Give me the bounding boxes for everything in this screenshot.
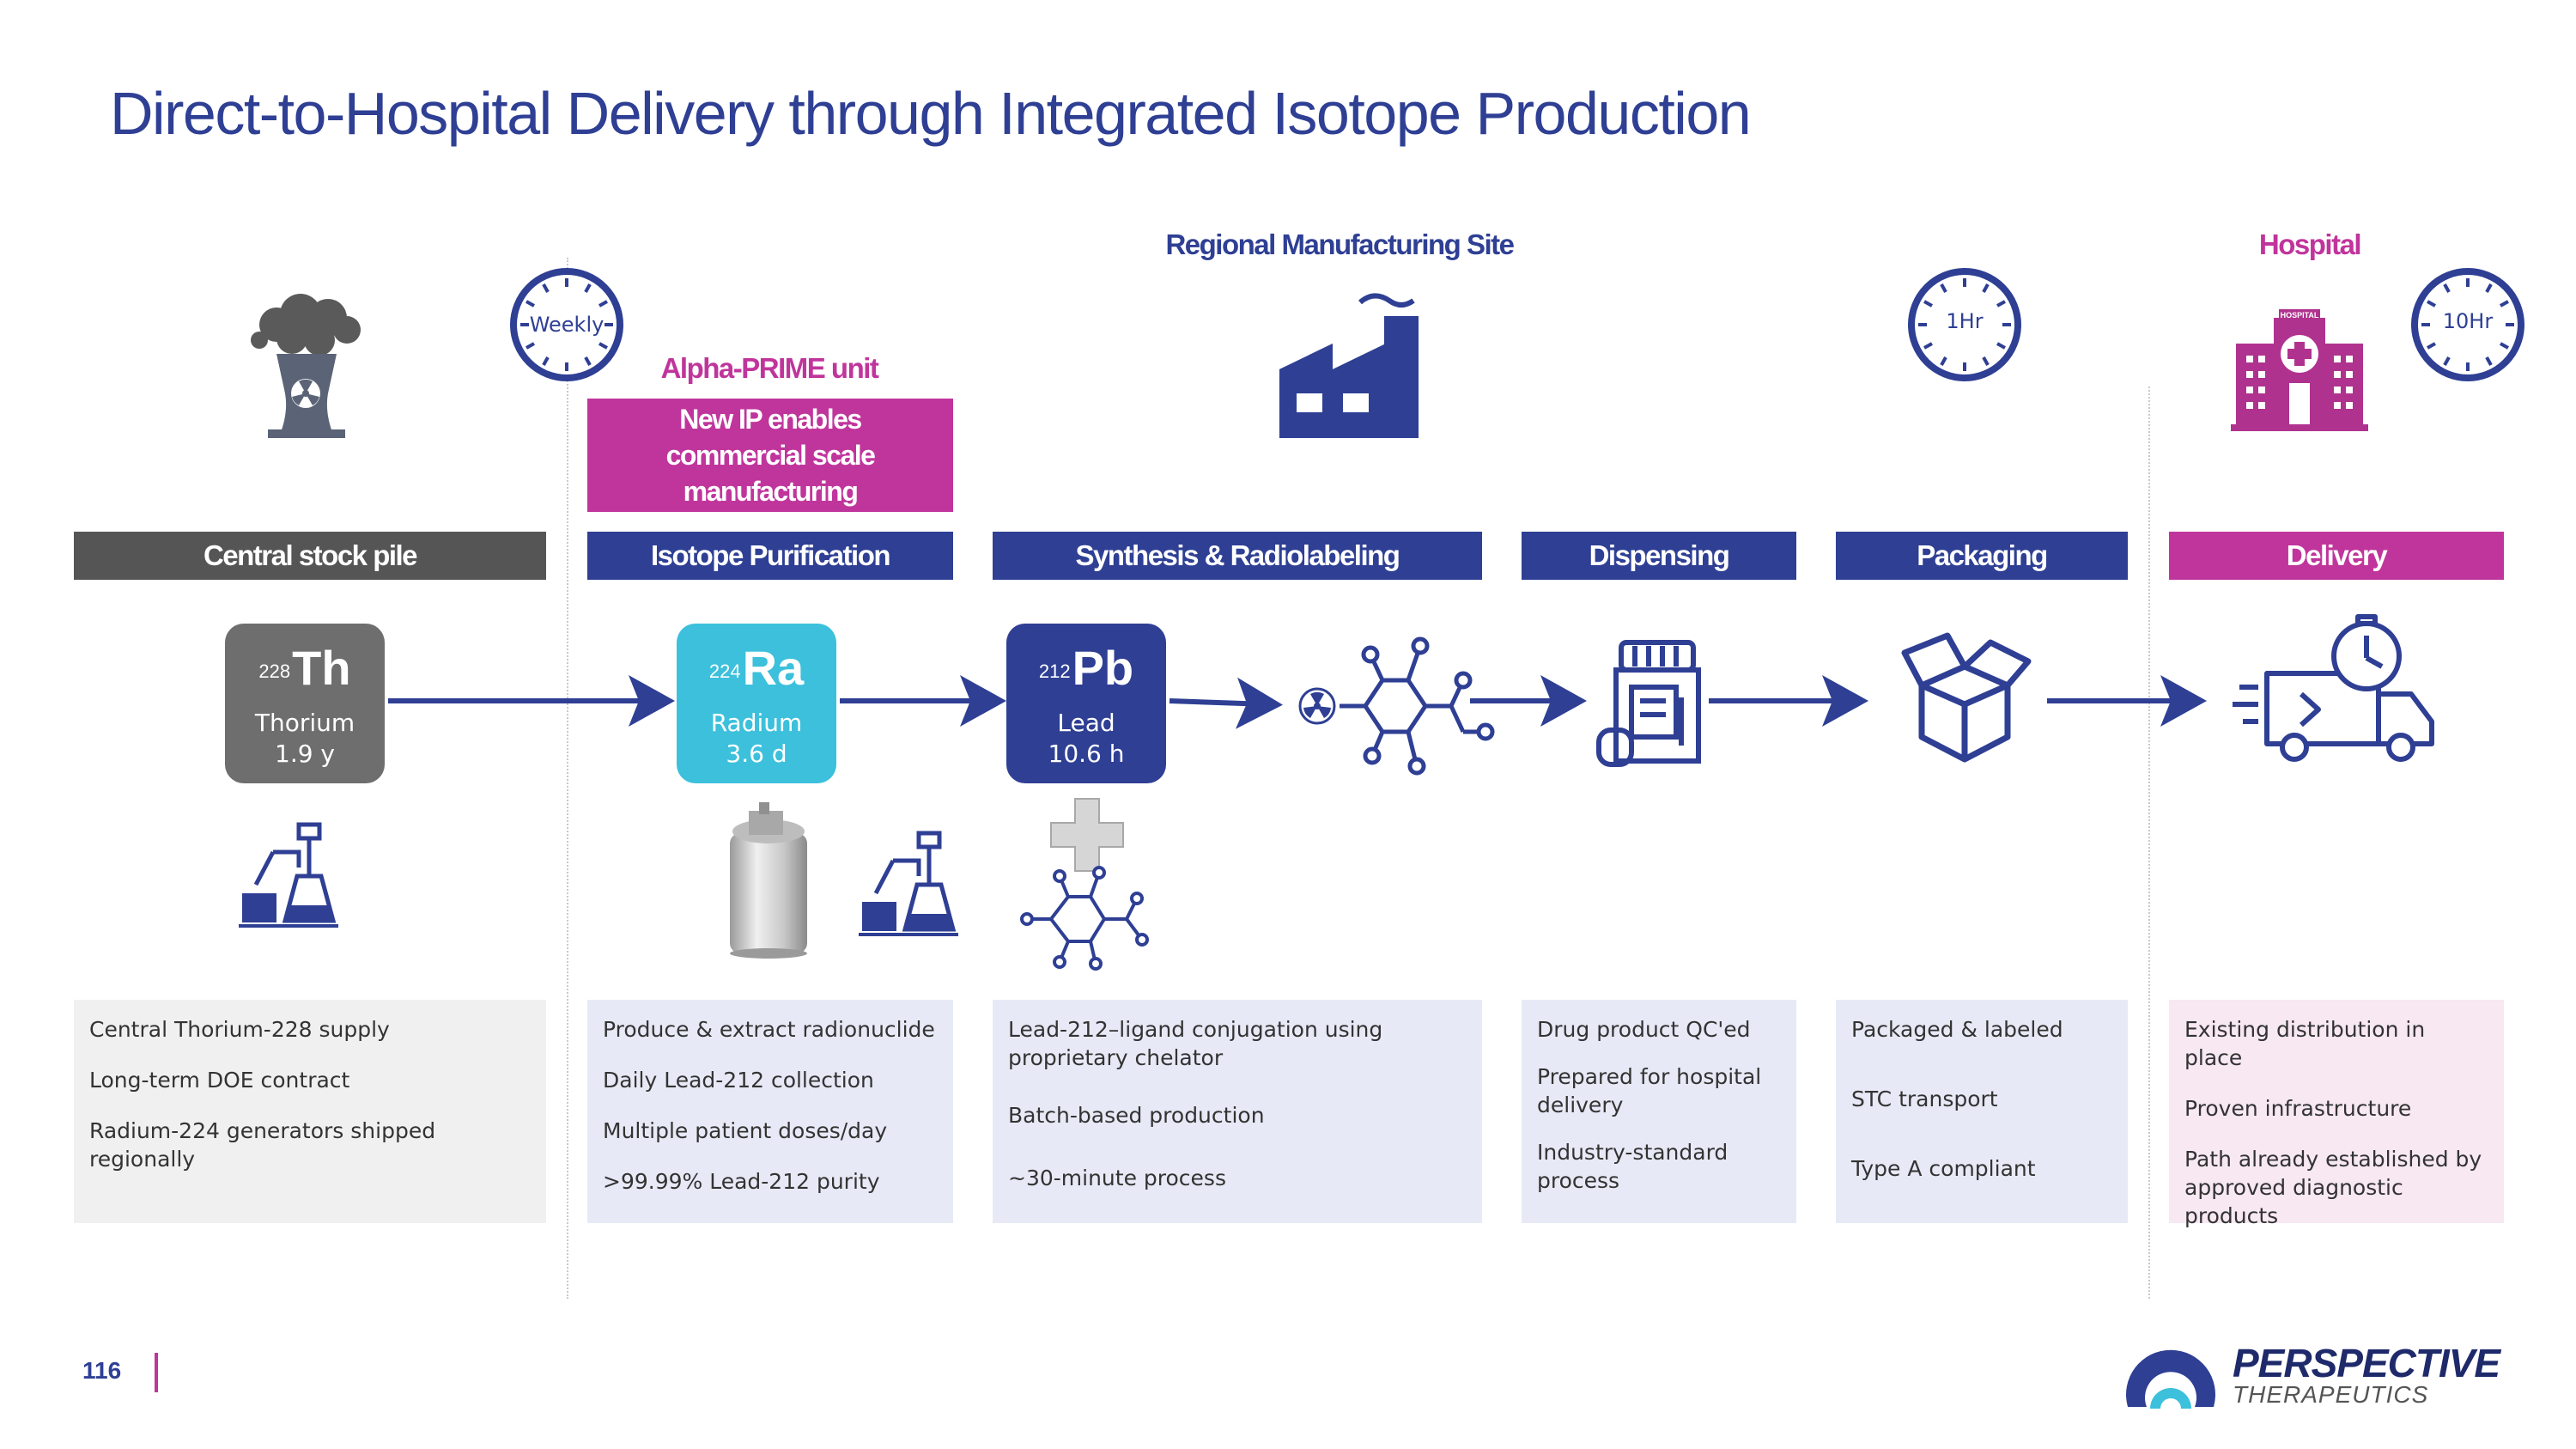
page-number: 116 bbox=[82, 1357, 122, 1384]
pill-bottle-icon bbox=[1596, 640, 1701, 767]
description-item: >99.99% Lead-212 purity bbox=[603, 1169, 880, 1194]
description-box-delivery: Existing distribution in place Proven in… bbox=[2169, 1000, 2504, 1228]
isotope-symbol: Th bbox=[292, 641, 351, 695]
separator-line bbox=[2148, 387, 2150, 1299]
description-item: Path already established by approved dia… bbox=[2184, 1147, 2482, 1228]
description-item: Central Thorium-228 supply bbox=[89, 1017, 390, 1042]
description-item: STC transport bbox=[1851, 1087, 1998, 1111]
stage-header-packaging: Packaging bbox=[1836, 532, 2128, 580]
alpha-prime-box: New IP enables commercial scale manufact… bbox=[587, 399, 953, 512]
description-item: Daily Lead-212 collection bbox=[603, 1068, 874, 1093]
isotope-tile-radium: 224Ra Radium 3.6 d bbox=[677, 624, 836, 783]
stage-header-synthesis: Synthesis & Radiolabeling bbox=[993, 532, 1482, 580]
logo-subtitle: THERAPEUTICS bbox=[2233, 1381, 2429, 1408]
radium-generator-icon bbox=[730, 802, 807, 959]
stage-header-isotope-purification: Isotope Purification bbox=[587, 532, 953, 580]
isotope-mass: 212 bbox=[1038, 661, 1071, 682]
alpha-prime-line: commercial scale bbox=[665, 440, 876, 471]
hospital-label: Hospital bbox=[2258, 228, 2362, 260]
stage-header-central-stock-pile: Central stock pile bbox=[74, 532, 546, 580]
ligand-molecule-icon bbox=[1020, 866, 1149, 971]
description-item: Multiple patient doses/day bbox=[603, 1118, 888, 1143]
description-item: Produce & extract radionuclide bbox=[603, 1017, 935, 1042]
description-item: Drug product QC'ed bbox=[1537, 1017, 1751, 1042]
isotope-tile-lead: 212Pb Lead 10.6 h bbox=[1006, 624, 1166, 783]
description-item: Lead-212–ligand conjugation using propri… bbox=[1008, 1017, 1383, 1070]
description-item: Type A compliant bbox=[1851, 1156, 2036, 1181]
description-box-synthesis: Lead-212–ligand conjugation using propri… bbox=[993, 1000, 1482, 1223]
clock-icon bbox=[2411, 268, 2524, 381]
clock-label-10hr: 10Hr bbox=[2442, 309, 2494, 333]
isotope-name: Radium bbox=[710, 709, 803, 737]
description-item: Batch-based production bbox=[1008, 1103, 1265, 1128]
description-item: Prepared for hospital delivery bbox=[1537, 1064, 1762, 1117]
lab-glassware-icon bbox=[859, 831, 958, 936]
page-title: Direct-to-Hospital Delivery through Inte… bbox=[110, 80, 1752, 147]
isotope-mass: 228 bbox=[258, 661, 291, 682]
description-item: Existing distribution in place bbox=[2184, 1017, 2426, 1070]
nuclear-plant-icon bbox=[251, 294, 361, 438]
regional-site-label: Regional Manufacturing Site bbox=[1165, 228, 1515, 260]
isotope-tile-thorium: 228Th Thorium 1.9 y bbox=[225, 624, 385, 783]
flow-arrows bbox=[388, 675, 2207, 729]
isotope-symbol: Pb bbox=[1072, 641, 1134, 695]
arrow-pb-to-synthesis bbox=[1169, 677, 1283, 729]
separator-line bbox=[567, 258, 568, 1299]
isotope-mass: 224 bbox=[708, 661, 741, 682]
clock-icon bbox=[510, 268, 623, 381]
isotope-half-life: 3.6 d bbox=[726, 740, 787, 768]
description-box-packaging: Packaged & labeled STC transport Type A … bbox=[1836, 1000, 2128, 1223]
delivery-truck-icon bbox=[2233, 614, 2434, 762]
molecule-icon bbox=[1340, 636, 1495, 776]
isotope-half-life: 1.9 y bbox=[275, 740, 335, 768]
description-item: ~30-minute process bbox=[1008, 1166, 1226, 1190]
radiation-icon bbox=[1298, 687, 1336, 725]
factory-icon bbox=[1279, 293, 1419, 438]
logo-wordmark: PERSPECTIVE bbox=[2233, 1341, 2500, 1385]
hospital-icon bbox=[2231, 309, 2368, 431]
plus-icon bbox=[1050, 798, 1124, 872]
box-icon bbox=[1901, 632, 2032, 763]
clock-icon bbox=[1908, 268, 2021, 381]
isotope-name: Thorium bbox=[254, 709, 355, 737]
description-box-dispensing: Drug product QC'ed Prepared for hospital… bbox=[1522, 1000, 1796, 1223]
perspective-logo-icon bbox=[2126, 1349, 2215, 1409]
alpha-prime-line: manufacturing bbox=[683, 476, 859, 507]
footer-divider bbox=[155, 1353, 158, 1392]
description-item: Packaged & labeled bbox=[1851, 1017, 2063, 1042]
description-item: Radium-224 generators shipped regionally bbox=[89, 1118, 436, 1172]
description-item: Long-term DOE contract bbox=[89, 1068, 350, 1093]
alpha-prime-line: New IP enables bbox=[679, 404, 862, 435]
description-item: Industry-standard process bbox=[1537, 1140, 1728, 1193]
alpha-prime-label: Alpha-PRIME unit bbox=[660, 352, 879, 384]
description-box-central: Central Thorium-228 supply Long-term DOE… bbox=[74, 1000, 546, 1223]
clock-label-1hr: 1Hr bbox=[1946, 309, 1984, 333]
isotope-half-life: 10.6 h bbox=[1048, 740, 1125, 768]
isotope-symbol: Ra bbox=[742, 641, 805, 695]
clock-label-weekly: Weekly bbox=[529, 313, 605, 337]
description-box-purification: Produce & extract radionuclide Daily Lea… bbox=[587, 1000, 953, 1223]
isotope-name: Lead bbox=[1057, 709, 1115, 737]
description-item: Proven infrastructure bbox=[2184, 1096, 2412, 1121]
stage-header-delivery: Delivery bbox=[2169, 532, 2504, 580]
stage-header-dispensing: Dispensing bbox=[1522, 532, 1796, 580]
hospital-sign-text: HOSPITAL bbox=[2280, 311, 2319, 320]
lab-glassware-icon bbox=[239, 822, 338, 928]
